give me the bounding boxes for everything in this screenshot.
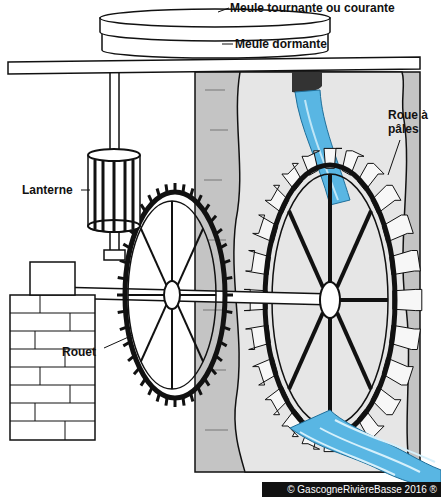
part-label: Meule dormante [235,37,345,51]
floor-beam [8,57,420,74]
spoke [171,309,173,389]
spoke [340,298,388,302]
spoke [141,305,166,362]
water-outflow [300,420,435,475]
leader-lines [81,190,90,191]
spoke [180,294,216,296]
water-outflow [290,410,441,490]
floor-beam [8,57,420,74]
hubs [320,282,340,318]
wall [195,72,420,472]
spoke [337,211,371,287]
stone-pedestal [30,262,75,295]
hubs [164,281,180,309]
pit-wheel [128,201,216,389]
spoke [141,229,166,286]
lantern-gear [88,149,140,161]
vertical-shaft [104,250,125,260]
spoke [328,174,332,282]
water-outflow [290,410,441,490]
leader-lines [222,44,233,45]
paddle [358,163,385,190]
stone-pedestal [35,295,70,440]
lantern-gear [88,155,140,232]
stone-pedestal [10,313,95,421]
spoke [171,201,173,281]
part-label: Meule tournante ou courante [230,1,435,15]
watermark: © GascogneRivièreBasse 2016 ® [262,482,441,497]
part-label: Rouet [62,345,107,359]
spoke [178,305,203,362]
part-label: Lanterne [22,183,82,197]
hubs [164,281,340,318]
lantern-gear [88,149,140,232]
axle [55,287,334,305]
spoke [289,211,323,287]
water-inflow [292,72,322,93]
spoke [178,229,203,286]
water-inflow [292,72,350,205]
vertical-shaft [110,72,119,154]
lantern-gear [88,220,140,232]
spoke [128,294,164,296]
leader-lines [81,8,400,348]
spoke [289,313,323,389]
wall [195,72,420,472]
spoke [337,313,371,389]
leader-lines [104,335,133,348]
stone-pedestal [10,295,95,440]
leader-lines [388,140,400,175]
wall [234,72,410,472]
leader-lines [218,8,229,12]
part-label: Roue à pâles [388,108,440,136]
pit-wheel-spokes [128,201,216,389]
axle [55,287,334,305]
